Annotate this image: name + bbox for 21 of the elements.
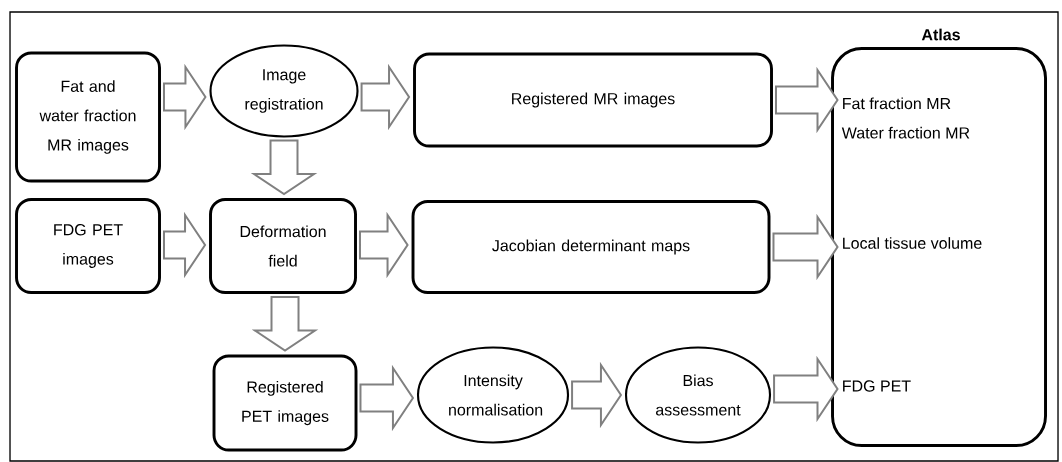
block-arrow	[775, 66, 839, 134]
process-box: Registered MR images	[413, 52, 773, 148]
block-arrow	[360, 63, 411, 131]
process-box: Fat and water fraction MR images	[15, 51, 161, 183]
process-box: Jacobian determinant maps	[411, 200, 771, 294]
block-arrow	[772, 213, 839, 281]
block-arrow	[162, 63, 207, 131]
atlas-entry: Local tissue volume	[843, 237, 982, 249]
block-arrow	[251, 296, 319, 352]
block-arrow	[358, 211, 409, 279]
atlas-heading: Atlas	[921, 28, 960, 41]
process-box: FDG PET images	[15, 198, 161, 294]
block-arrow	[359, 364, 415, 432]
atlas-entry: Fat fraction MR Water fraction MR	[841, 97, 970, 139]
atlas-entry: FDG PET	[843, 380, 911, 392]
process-box: Deformation field	[209, 198, 357, 294]
block-arrow	[773, 355, 839, 423]
block-arrow	[571, 361, 623, 429]
process-box: Registered PET images	[212, 354, 358, 452]
block-arrow	[162, 211, 207, 279]
block-arrow	[250, 139, 318, 196]
